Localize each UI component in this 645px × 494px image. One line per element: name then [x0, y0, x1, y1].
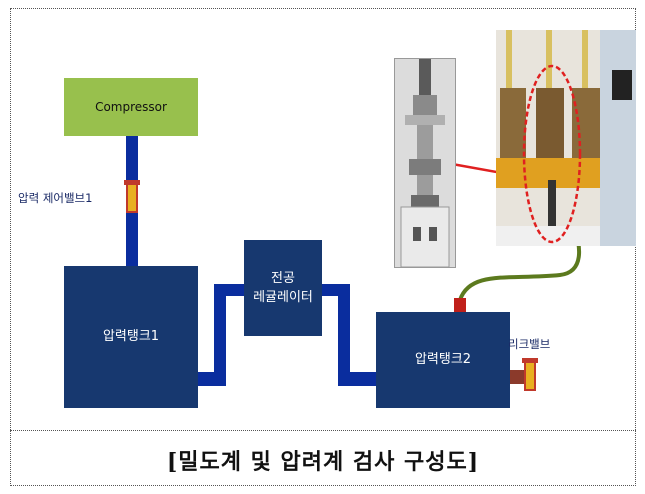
leak-valve-icon [522, 356, 538, 396]
vacuum-regulator: 전공 레귤레이터 [244, 240, 322, 336]
pressure-control-valve-icon [124, 178, 140, 218]
tank2-hose-port [454, 298, 466, 312]
pipe-to-tank2 [338, 372, 378, 386]
gauge-closeup-photo [394, 58, 456, 268]
compressor-node: Compressor [64, 78, 198, 136]
pipe-regulator-drop [338, 284, 350, 386]
pipe-to-regulator [214, 284, 246, 296]
test-rig-photo [496, 30, 636, 246]
leak-valve-label: 리크밸브 [508, 337, 551, 351]
control-valve-label: 압력 제어밸브1 [18, 191, 93, 205]
figure-frame [10, 8, 636, 486]
pressure-tank-1: 압력탱크1 [64, 266, 198, 408]
pressure-tank-2: 압력탱크2 [376, 312, 510, 408]
caption-divider [10, 430, 636, 431]
pipe-tank1-riser [214, 284, 226, 386]
figure-caption: [밀도계 및 압려계 검사 구성도] [166, 449, 480, 475]
regulator-label-line2: 레귤레이터 [253, 290, 313, 305]
regulator-label-line1: 전공 [271, 270, 295, 286]
